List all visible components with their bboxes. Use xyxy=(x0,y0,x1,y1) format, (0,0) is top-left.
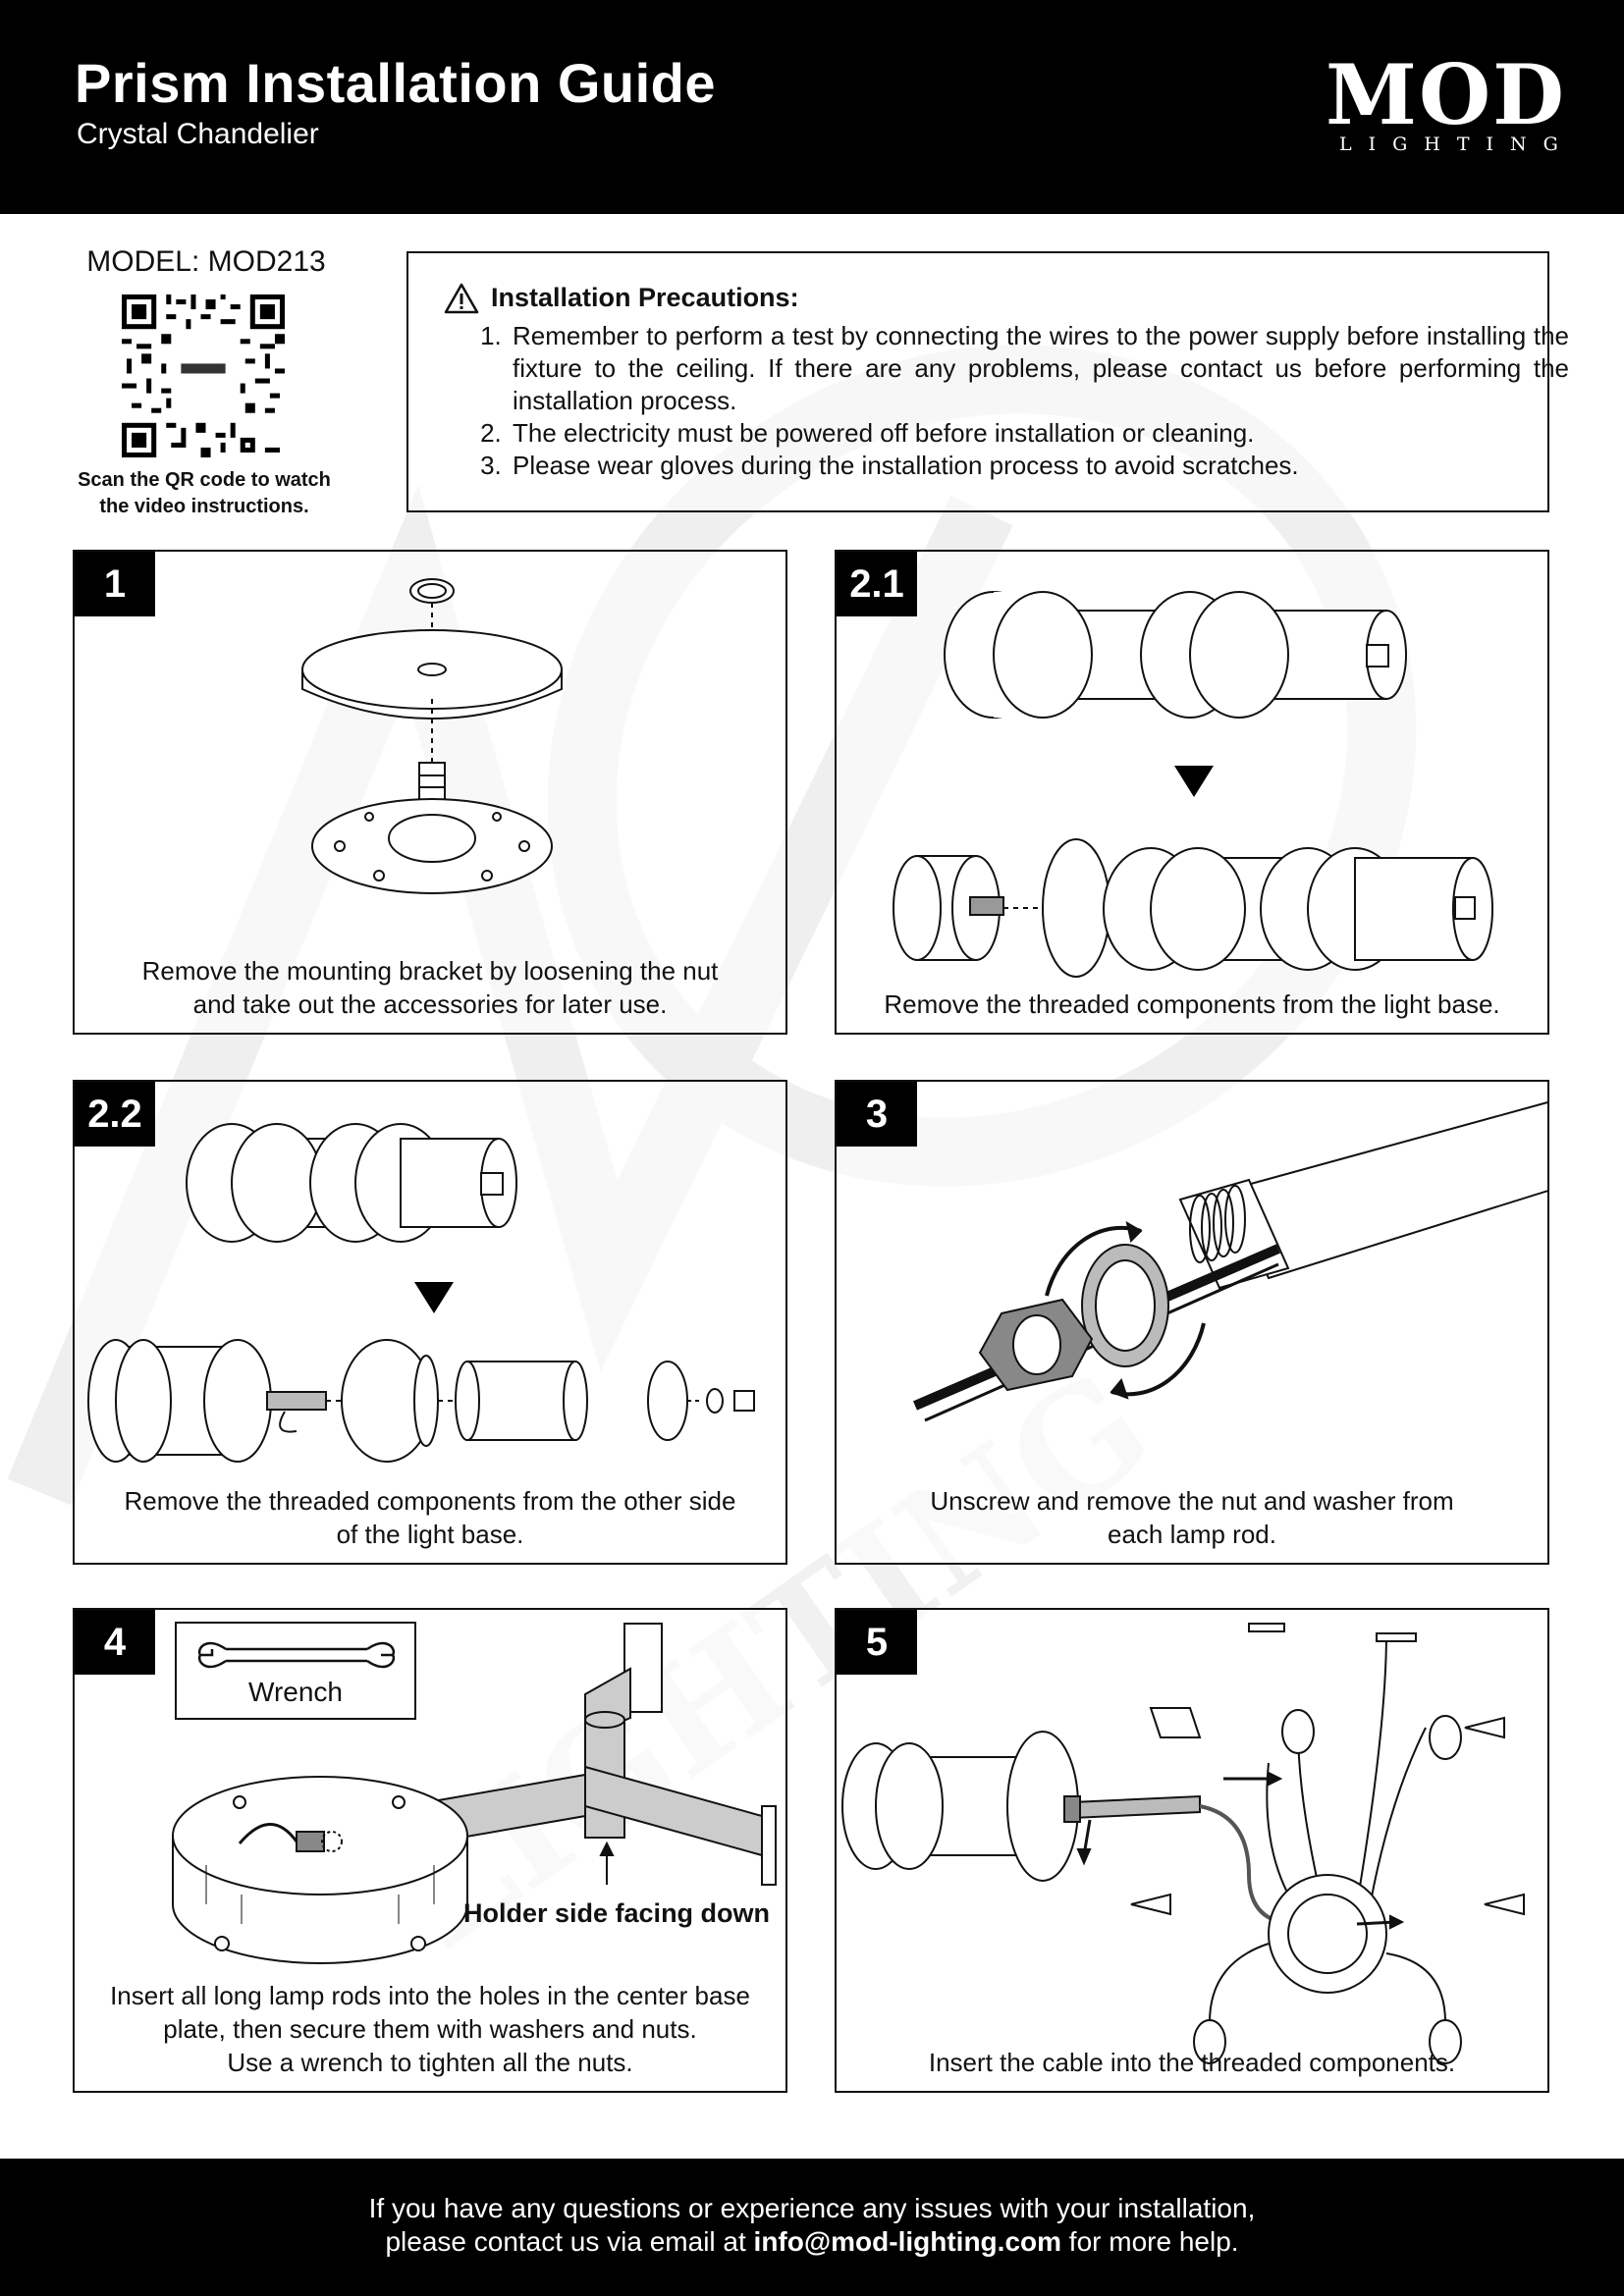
footer-text: please contact us via email at xyxy=(385,2226,754,2257)
qr-caption-line: Scan the QR code to watch xyxy=(78,469,331,491)
caption-line: each lamp rod. xyxy=(1108,1520,1276,1549)
lamp-rod-nut-washer-illustration xyxy=(913,1101,1547,1422)
footer-text: for more help. xyxy=(1061,2226,1239,2257)
step-caption: Insert all long lamp rods into the holes… xyxy=(84,1979,776,2079)
lamp-rod-insertion-illustration xyxy=(172,1623,777,1964)
page-header: Prism Installation Guide Crystal Chandel… xyxy=(0,0,1624,214)
caption-line: and take out the accessories for later u… xyxy=(192,989,668,1019)
wrench-tool-box: Wrench xyxy=(175,1622,416,1720)
page-subtitle: Crystal Chandelier xyxy=(77,118,319,150)
step-caption: Remove the mounting bracket by loosening… xyxy=(84,954,776,1021)
precautions-list: Remember to perform a test by connecting… xyxy=(460,320,1569,482)
caption-line: Remove the threaded components from the … xyxy=(884,989,1500,1019)
step-caption: Remove the threaded components from the … xyxy=(84,1484,776,1551)
step-number: 2.2 xyxy=(75,1082,155,1147)
cable-insertion-illustration xyxy=(841,1623,1525,2064)
step-3-panel: 3 Unscrew and remove the nut and washer … xyxy=(835,1080,1549,1565)
caption-line: Unscrew and remove the nut and washer fr… xyxy=(930,1486,1454,1516)
logo-sub-text: LIGHTING xyxy=(1339,133,1575,155)
step-caption: Insert the cable into the threaded compo… xyxy=(846,2046,1538,2079)
support-email-link[interactable]: info@mod-lighting.com xyxy=(753,2226,1062,2257)
step-number: 4 xyxy=(75,1610,155,1675)
step-1-panel: 1 Remove the mounting bracket by looseni… xyxy=(73,550,787,1035)
brand-logo: MOD LIGHTING xyxy=(1326,46,1575,156)
canopy-bracket-illustration xyxy=(301,578,563,894)
step-4-panel: 4 Wrench xyxy=(73,1608,787,2093)
wrench-icon xyxy=(197,1641,396,1669)
other-side-disassembly-illustration xyxy=(87,1123,755,1463)
warning-icon xyxy=(444,283,479,314)
caption-line: Remove the mounting bracket by loosening… xyxy=(141,956,719,986)
tool-label: Wrench xyxy=(248,1677,343,1707)
page-footer: If you have any questions or experience … xyxy=(0,2159,1624,2296)
model-number: MODEL: MOD213 xyxy=(86,245,326,278)
step-5-panel: 5 Insert the cable into the th xyxy=(835,1608,1549,2093)
caption-line: Insert the cable into the threaded compo… xyxy=(928,2048,1456,2077)
precautions-title: Installation Precautions: xyxy=(491,283,799,312)
step-number: 1 xyxy=(75,552,155,616)
page-title: Prism Installation Guide xyxy=(75,52,717,114)
logo-main-text: MOD xyxy=(1326,46,1566,143)
precaution-item: Please wear gloves during the installati… xyxy=(509,450,1569,482)
step-number: 2.1 xyxy=(837,552,917,616)
installation-precautions: Installation Precautions: Remember to pe… xyxy=(406,251,1569,512)
qr-caption: Scan the QR code to watch the video inst… xyxy=(59,467,350,520)
step-2-2-panel: 2.2 Remove the threaded components f xyxy=(73,1080,787,1565)
caption-line: Use a wrench to tighten all the nuts. xyxy=(227,2048,633,2077)
step-2-1-panel: 2.1 Remove the threaded components from … xyxy=(835,550,1549,1035)
precaution-item: Remember to perform a test by connecting… xyxy=(509,320,1569,417)
caption-line: Remove the threaded components from the … xyxy=(124,1486,736,1516)
qr-code-icon[interactable] xyxy=(122,294,285,457)
step-caption: Unscrew and remove the nut and washer fr… xyxy=(846,1484,1538,1551)
step-caption: Remove the threaded components from the … xyxy=(846,988,1538,1021)
qr-caption-line: the video instructions. xyxy=(99,496,309,517)
footer-line: please contact us via email at info@mod-… xyxy=(0,2225,1624,2259)
step-number: 5 xyxy=(837,1610,917,1675)
step-number: 3 xyxy=(837,1082,917,1147)
holder-orientation-note: Holder side facing down xyxy=(463,1898,771,1928)
caption-line: Insert all long lamp rods into the holes… xyxy=(110,1981,750,2010)
caption-line: of the light base. xyxy=(336,1520,524,1549)
light-base-disassembly-illustration xyxy=(893,591,1493,978)
footer-line: If you have any questions or experience … xyxy=(368,2193,1256,2223)
precaution-item: The electricity must be powered off befo… xyxy=(509,417,1569,450)
caption-line: plate, then secure them with washers and… xyxy=(163,2014,697,2044)
